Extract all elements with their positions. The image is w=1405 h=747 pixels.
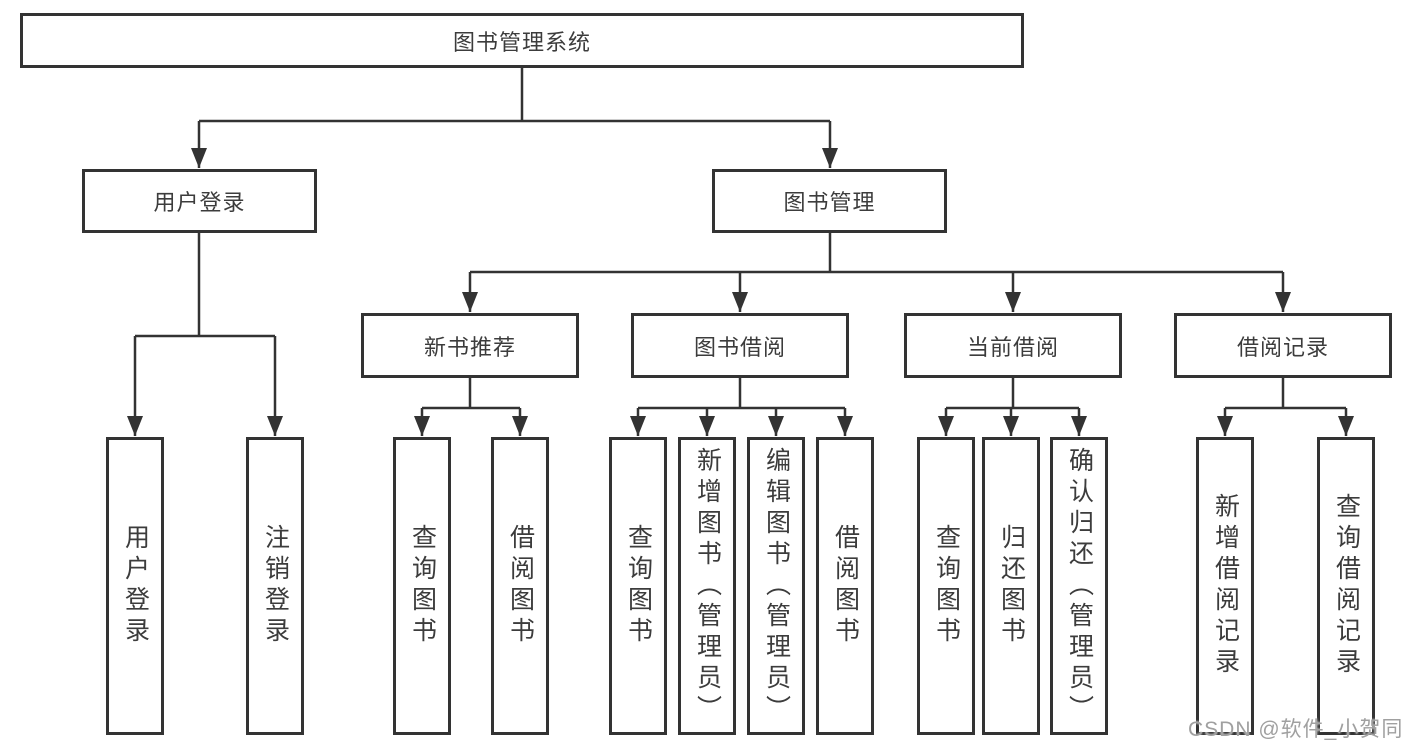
- node-label: 当前借阅: [966, 334, 1059, 360]
- leaf-bb-borrow-books: 借阅图书: [816, 437, 874, 735]
- node-label: 借阅记录: [1236, 334, 1329, 360]
- leaf-bb-query-books: 查询图书: [609, 437, 667, 735]
- node-book-borrowing: 图书借阅: [631, 313, 849, 378]
- node-label: 图书管理: [783, 190, 876, 215]
- node-label: 图书借阅: [693, 334, 786, 360]
- leaf-bb-edit-book-admin: 编辑图书（管理员）: [747, 437, 805, 735]
- leaf-cb-query-books: 查询图书: [917, 437, 975, 735]
- node-label: 用户登录: [153, 190, 246, 215]
- leaf-label: 注销登录: [261, 524, 290, 648]
- leaf-nbr-query-books: 查询图书: [393, 437, 451, 735]
- leaf-logout-login: 注销登录: [246, 437, 304, 735]
- node-label: 新书推荐: [423, 334, 516, 360]
- leaf-label: 查询图书: [624, 524, 653, 648]
- leaf-user-login: 用户登录: [106, 437, 164, 735]
- leaf-label: 用户登录: [121, 524, 150, 648]
- leaf-bb-add-book-admin: 新增图书（管理员）: [678, 437, 736, 735]
- leaf-label: 查询借阅记录: [1332, 493, 1361, 679]
- node-new-book-recommend: 新书推荐: [361, 313, 579, 378]
- leaf-label: 查询图书: [408, 524, 437, 648]
- node-user-login: 用户登录: [82, 169, 317, 233]
- node-book-management: 图书管理: [712, 169, 947, 233]
- leaf-br-add-borrow-record: 新增借阅记录: [1196, 437, 1254, 735]
- node-current-borrowing: 当前借阅: [904, 313, 1122, 378]
- leaf-nbr-borrow-books: 借阅图书: [491, 437, 549, 735]
- leaf-label: 借阅图书: [831, 524, 860, 648]
- node-library-management-system: 图书管理系统: [20, 13, 1024, 68]
- leaf-cb-return-book: 归还图书: [982, 437, 1040, 735]
- leaf-cb-confirm-return-admin: 确认归还（管理员）: [1050, 437, 1108, 735]
- watermark: CSDN @软件_小贺同学: [1188, 718, 1404, 741]
- leaf-br-query-borrow-record: 查询借阅记录: [1317, 437, 1375, 735]
- node-label: 图书管理系统: [452, 29, 591, 55]
- leaf-label: 新增图书（管理员）: [693, 446, 722, 726]
- leaf-label: 归还图书: [997, 524, 1026, 648]
- node-borrowing-records: 借阅记录: [1174, 313, 1392, 378]
- leaf-label: 查询图书: [932, 524, 961, 648]
- leaf-label: 确认归还（管理员）: [1065, 446, 1094, 726]
- leaf-label: 编辑图书（管理员）: [762, 446, 791, 726]
- leaf-label: 借阅图书: [506, 524, 535, 648]
- leaf-label: 新增借阅记录: [1211, 493, 1240, 679]
